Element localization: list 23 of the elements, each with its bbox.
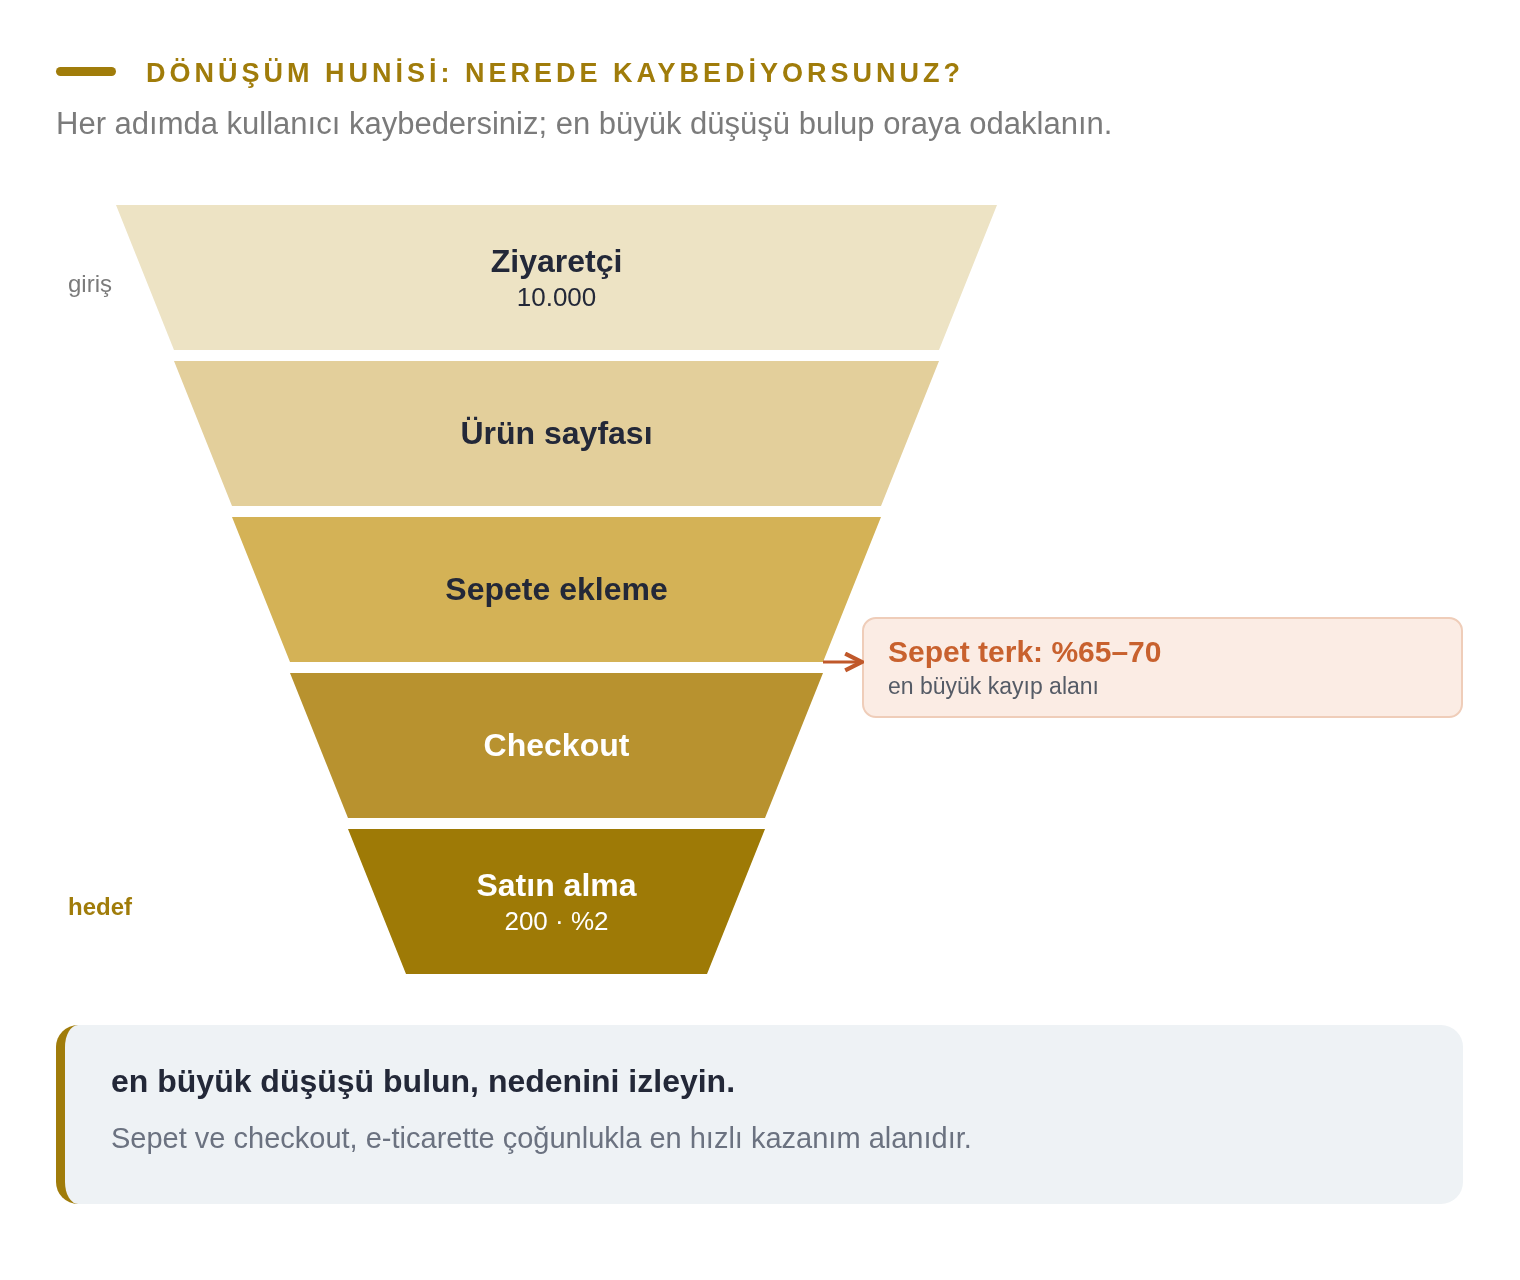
card-heading: en büyük düşüşü bulun, nedenini izleyin. — [111, 1063, 736, 1100]
stage-name: Checkout — [483, 727, 630, 764]
stage-count: 10.000 — [516, 281, 597, 313]
callout-box — [862, 617, 1463, 718]
callout-note: en büyük kayıp alanı — [888, 673, 1099, 700]
stage-count: 200 · %2 — [504, 905, 609, 937]
card-note: Sepet ve checkout, e-ticarette çoğunlukla en hızlı kazanım alanıdır. — [111, 1122, 972, 1155]
funnel-segment — [232, 517, 881, 662]
title: DÖNÜŞÜM HUNİSİ: NEREDE KAYBEDİYORSUNUZ? — [146, 58, 965, 89]
callout-title: Sepet terk: %65–70 — [888, 635, 1162, 669]
funnel-segment — [174, 361, 939, 506]
stage-name: Ziyaretçi — [490, 242, 623, 280]
stage-name: Ürün sayfası — [460, 415, 653, 452]
stage-name: Satın alma — [476, 866, 637, 904]
funnel-segment — [348, 829, 765, 974]
funnel-segment — [290, 673, 823, 818]
stage-label: giriş — [68, 270, 112, 298]
subtitle: Her adımda kullanıcı kaybedersiniz; en büyük düşüşü bulup oraya odaklanın. — [56, 106, 1113, 142]
stage-name: Sepete ekleme — [445, 571, 668, 608]
arrow — [823, 651, 865, 673]
info-card — [56, 1025, 1463, 1204]
funnel-segment — [116, 205, 997, 350]
stage-label: hedef — [68, 893, 132, 921]
